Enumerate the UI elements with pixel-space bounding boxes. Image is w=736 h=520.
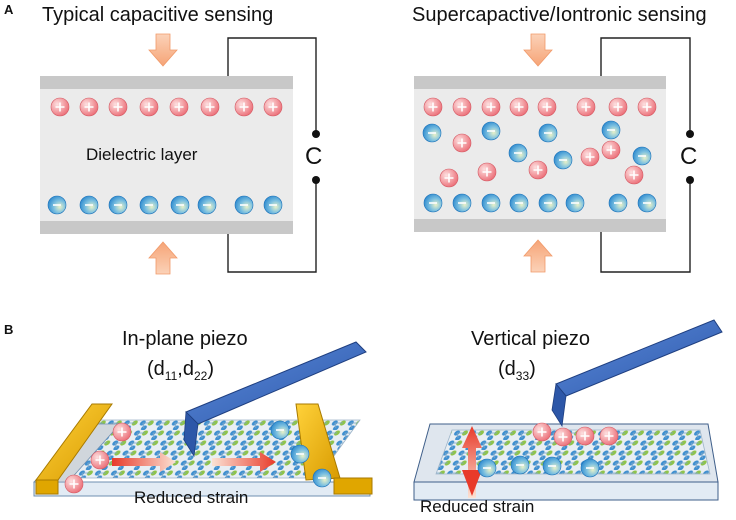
- right-lattice-sheet: [435, 429, 711, 475]
- left-strain-arrow-right: [212, 452, 276, 472]
- coefficient-vertical: (d33): [498, 358, 536, 383]
- title-typical-capacitive: Typical capacitive sensing: [42, 4, 274, 26]
- vertical-piezo-device: [413, 319, 723, 501]
- right-capacitor-label: C: [680, 143, 698, 170]
- right-circuit-wire: [600, 37, 691, 273]
- right-electrode-face: [333, 477, 373, 495]
- afm-tip-left: [183, 341, 367, 458]
- right-terminal-bottom: [686, 176, 694, 184]
- left-circuit-wire: [227, 37, 317, 273]
- right-capacitor: [414, 33, 694, 273]
- title-vertical-piezo: Vertical piezo: [471, 328, 590, 350]
- left-bottom-plate: [40, 221, 293, 234]
- title-iontronic: Supercapactive/Iontronic sensing: [412, 4, 707, 26]
- afm-tip-right: [551, 319, 723, 428]
- left-capacitor: [40, 33, 320, 275]
- right-bottom-plate: [414, 219, 666, 232]
- left-top-plate: [40, 76, 293, 89]
- left-capacitor-label: C: [305, 143, 323, 170]
- right-top-plate: [414, 76, 666, 89]
- dielectric-layer-label: Dielectric layer: [86, 145, 198, 164]
- left-electrode-face: [35, 479, 59, 495]
- coefficient-in-plane: (d11,d22): [147, 358, 214, 383]
- panel-a-diagram: [40, 33, 694, 275]
- left-terminal-bottom: [312, 176, 320, 184]
- panel-letter-a: A: [4, 2, 14, 17]
- in-plane-piezo-device: [33, 341, 373, 497]
- right-terminal-top: [686, 130, 694, 138]
- left-strain-arrow-left: [112, 452, 176, 472]
- in-plane-reduced-strain-label: Reduced strain: [134, 488, 249, 507]
- vertical-reduced-strain-label: Reduced strain: [420, 497, 535, 516]
- left-substrate-top: [33, 481, 371, 497]
- left-terminal-top: [312, 130, 320, 138]
- title-in-plane-piezo: In-plane piezo: [122, 328, 248, 350]
- vertical-strain-arrow: [462, 426, 482, 498]
- panel-letter-b: B: [4, 322, 14, 337]
